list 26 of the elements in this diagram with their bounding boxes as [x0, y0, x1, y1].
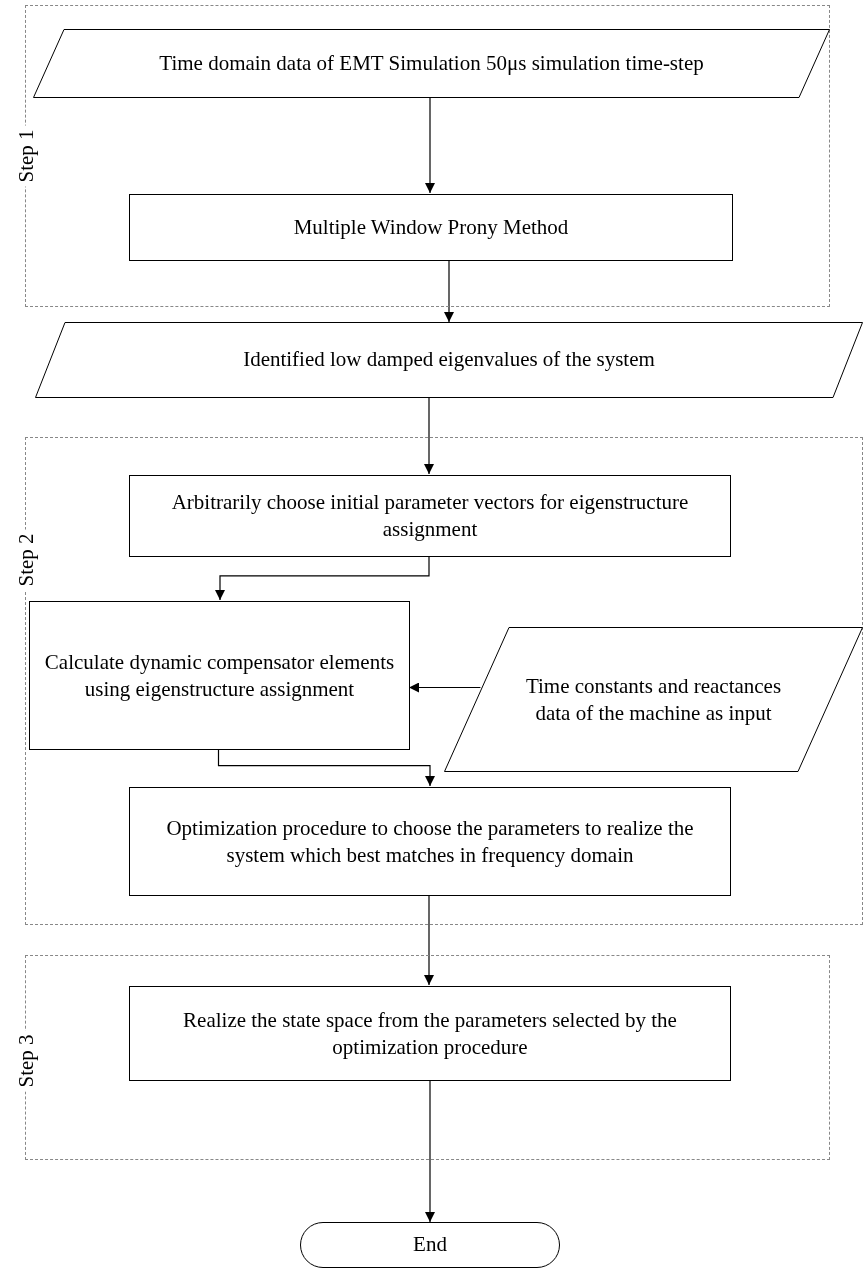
arrow: [444, 259, 454, 323]
arrow: [215, 555, 430, 601]
arrow: [408, 682, 482, 693]
data-parallelogram: [33, 29, 830, 98]
node-text: Multiple Window Prony Method: [292, 213, 570, 241]
node-text: Identified low damped eigenvalues of the system: [242, 346, 656, 374]
node-text: Arbitrarily choose initial parameter vectors for eigenstructure assignment: [170, 488, 690, 543]
process-box: [29, 601, 410, 750]
process-box: [129, 787, 731, 896]
process-box: [129, 194, 733, 261]
data-parallelogram: [35, 322, 863, 398]
arrow: [217, 748, 435, 787]
arrow: [424, 894, 434, 986]
node-text: End: [412, 1231, 448, 1259]
arrow: [425, 1079, 435, 1223]
terminal-shape: [300, 1222, 560, 1268]
node-text: Realize the state space from the parameters selected by the optimization procedure: [182, 1006, 678, 1061]
arrow: [425, 96, 435, 194]
process-box: [129, 475, 731, 557]
node-text: Time domain data of EMT Simulation 50μs simulation time-step: [158, 49, 705, 77]
node-text: Optimization procedure to choose the parameters to realize the system which best matches in frequency domain: [165, 814, 695, 869]
arrow: [424, 397, 434, 475]
process-box: [129, 986, 731, 1081]
node-text: Time constants and reactances data of the machine as input: [524, 672, 783, 727]
data-parallelogram: [444, 627, 863, 772]
node-text: Calculate dynamic compensator elements using eigenstructure assignment: [43, 648, 396, 703]
